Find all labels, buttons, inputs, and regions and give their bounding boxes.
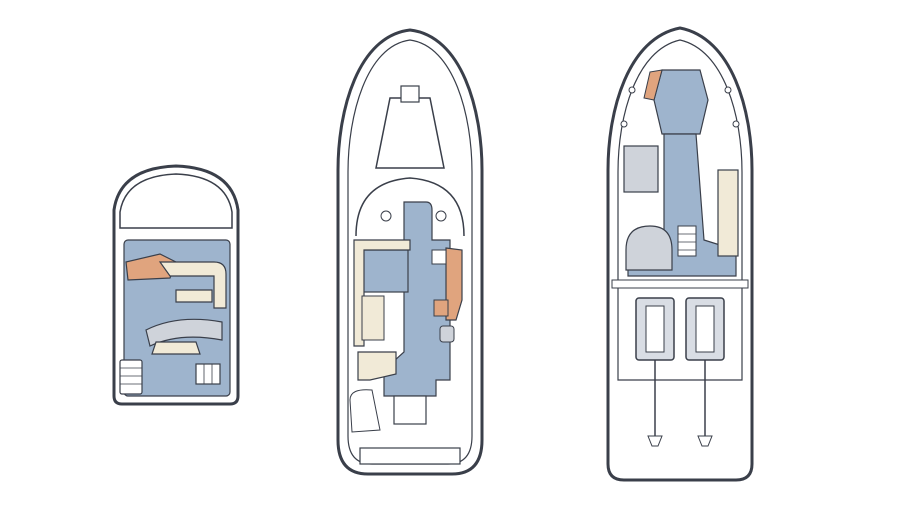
foredeck-hatch <box>400 85 420 103</box>
aft-berth <box>625 225 673 271</box>
porthole-2 <box>724 86 732 94</box>
flybridge-helm-console <box>145 318 223 347</box>
propeller-starboard <box>697 435 713 447</box>
helm-seat <box>439 325 455 343</box>
porthole-3 <box>620 120 628 128</box>
forward-vberth-cushion <box>643 69 663 101</box>
settee <box>717 169 739 257</box>
porthole-1 <box>628 86 636 94</box>
porthole-4 <box>732 120 740 128</box>
swim-platform <box>359 447 461 465</box>
propeller-port <box>647 435 663 447</box>
saloon-table <box>361 295 385 341</box>
lower-deck-plan <box>606 26 754 482</box>
head-compartment <box>623 145 659 193</box>
flybridge-steps <box>119 359 143 395</box>
engine-starboard <box>685 297 725 447</box>
flybridge-hatch <box>195 363 221 385</box>
bulkhead <box>611 279 749 289</box>
forward-berth <box>653 69 709 135</box>
transom-steps <box>349 389 381 433</box>
galley-appliance <box>431 249 447 265</box>
lower-deck-inner-hull <box>617 39 743 381</box>
flybridge-lounge-seat <box>158 261 227 309</box>
aft-seat <box>357 351 397 381</box>
cockpit-cleat-stbd <box>435 210 447 222</box>
flybridge-hardtop <box>119 173 233 229</box>
companionway-steps <box>677 225 697 257</box>
cockpit-cleat-port <box>380 210 392 222</box>
main-deck-plan <box>336 28 484 476</box>
engine-port <box>635 297 675 447</box>
flybridge-deck-plan <box>112 164 240 406</box>
saloon-l-seat <box>353 239 411 347</box>
swim-platform-box <box>393 395 427 425</box>
galley-cabinet <box>433 299 449 317</box>
flybridge-helm-seat <box>151 341 201 355</box>
